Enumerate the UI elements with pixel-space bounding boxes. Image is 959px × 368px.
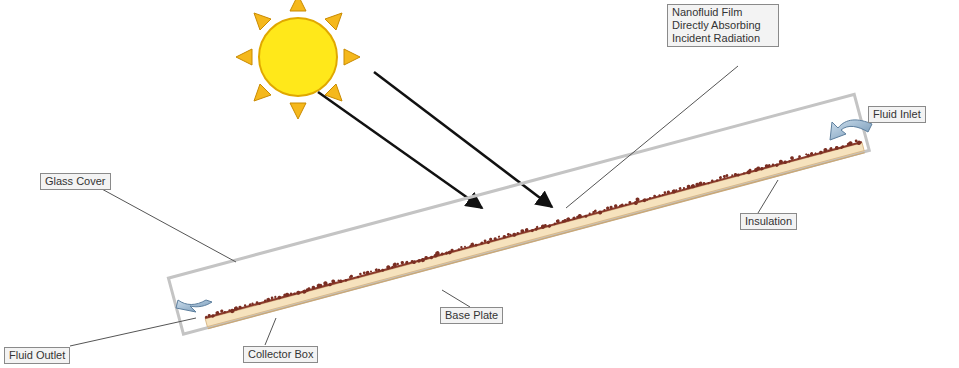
fluid-outlet-arrow	[176, 300, 212, 312]
leader-lines	[70, 66, 778, 346]
callout-label: Glass Cover	[40, 173, 111, 190]
callout-label: Nanofluid Film Directly Absorbing Incide…	[667, 4, 779, 47]
fluid-inlet-arrow	[830, 120, 872, 140]
callout-label: Insulation	[740, 213, 797, 230]
ray	[374, 72, 552, 207]
callout-label: Fluid Inlet	[868, 106, 926, 123]
callout-label: Collector Box	[243, 346, 318, 363]
callout-label: Base Plate	[440, 307, 503, 324]
sun	[236, 0, 360, 119]
collector	[168, 94, 869, 335]
ray	[318, 92, 482, 208]
callout-label: Fluid Outlet	[4, 347, 70, 364]
